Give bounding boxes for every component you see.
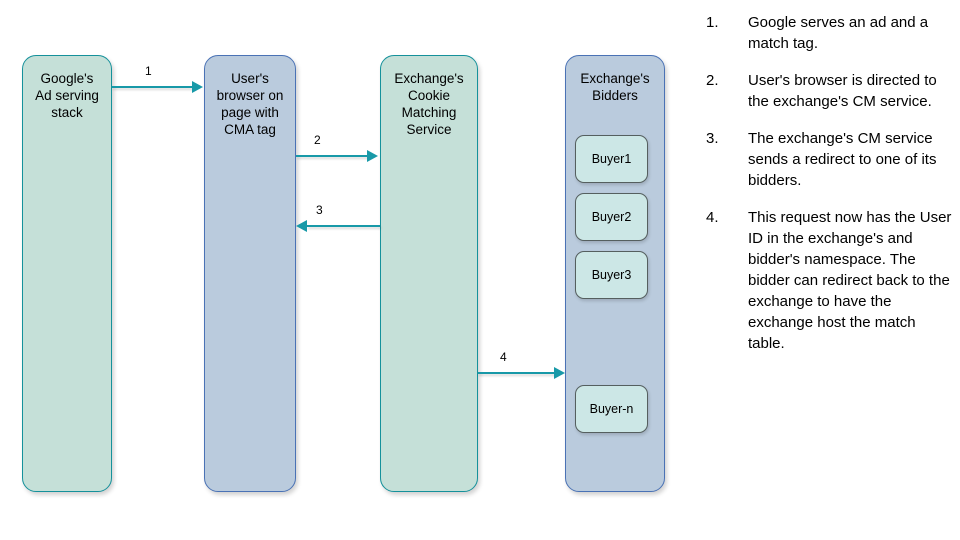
legend-item-text: User's browser is directed to the exchan… <box>748 72 937 110</box>
legend-list: 1. Google serves an ad and a match tag. … <box>706 12 956 370</box>
legend-item-3: 3. The exchange's CM service sends a red… <box>706 128 956 191</box>
buyer-label: Buyer-n <box>589 401 634 416</box>
arrow-2-label: 2 <box>314 133 321 147</box>
buyer-label: Buyer1 <box>591 151 632 166</box>
arrow-3-label: 3 <box>316 203 323 217</box>
legend-item-number: 3. <box>706 130 719 147</box>
legend-item-number: 1. <box>706 14 719 31</box>
legend-item-2: 2. User's browser is directed to the exc… <box>706 70 956 112</box>
arrow-2-line <box>296 155 368 158</box>
legend-item-text: This request now has the User ID in the … <box>748 209 952 352</box>
arrow-1-label: 1 <box>145 64 152 78</box>
buyer-box-n[interactable]: Buyer-n <box>575 385 648 433</box>
buyer-box-2[interactable]: Buyer2 <box>575 193 648 241</box>
arrow-3-line <box>307 225 380 228</box>
buyer-box-1[interactable]: Buyer1 <box>575 135 648 183</box>
legend-item-1: 1. Google serves an ad and a match tag. <box>706 12 956 54</box>
buyer-label: Buyer3 <box>591 267 632 282</box>
legend-item-text: The exchange's CM service sends a redire… <box>748 130 937 189</box>
arrow-4-head-icon <box>554 366 565 379</box>
arrow-1-head-icon <box>192 80 203 93</box>
buyer-box-3[interactable]: Buyer3 <box>575 251 648 299</box>
buyer-label: Buyer2 <box>591 209 632 224</box>
legend-item-number: 4. <box>706 209 719 226</box>
legend-item-4: 4. This request now has the User ID in t… <box>706 207 956 354</box>
arrow-4-label: 4 <box>500 350 507 364</box>
arrow-1-line <box>112 86 194 89</box>
arrow-3-head-icon <box>296 219 307 232</box>
legend-item-number: 2. <box>706 72 719 89</box>
arrow-2-head-icon <box>367 149 378 162</box>
legend-item-text: Google serves an ad and a match tag. <box>748 14 929 52</box>
arrow-4-line <box>478 372 556 375</box>
